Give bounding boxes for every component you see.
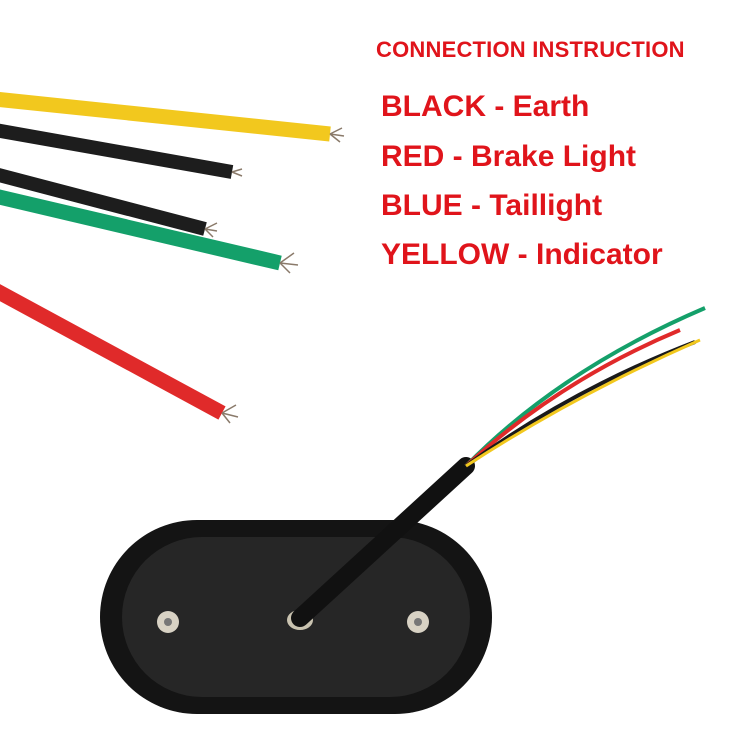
red-wire bbox=[0, 284, 226, 420]
instruction-yellow: YELLOW - Indicator bbox=[381, 238, 663, 271]
copper-strands bbox=[204, 127, 345, 424]
instruction-blue: BLUE - Taillight bbox=[381, 189, 603, 222]
black-wire bbox=[0, 123, 234, 179]
lamp-cable bbox=[291, 306, 706, 627]
instruction-black: BLACK - Earth bbox=[381, 90, 590, 123]
instruction-red: RED - Brake Light bbox=[381, 140, 637, 173]
instruction-title: CONNECTION INSTRUCTION bbox=[376, 37, 685, 62]
black-wire-2 bbox=[0, 168, 207, 236]
loose-wires bbox=[0, 91, 345, 424]
green-wire bbox=[0, 189, 282, 271]
yellow-wire bbox=[0, 91, 331, 142]
